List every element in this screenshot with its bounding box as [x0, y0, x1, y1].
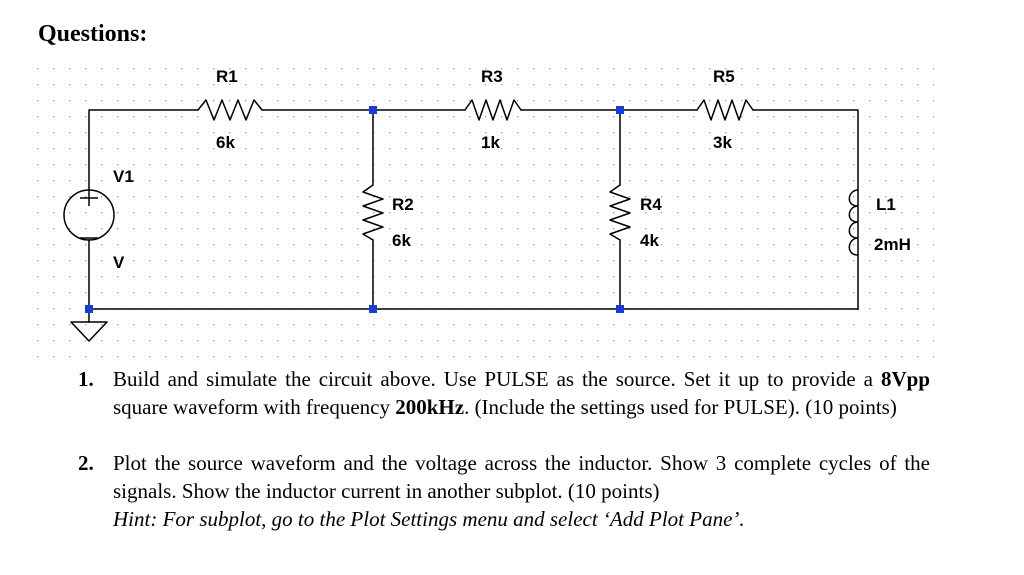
r5-value-label: 3k — [713, 133, 732, 152]
v1-name-label: V1 — [113, 167, 134, 186]
question-1: 1. Build and simulate the circuit above. … — [78, 365, 930, 421]
v1-value-label: V — [113, 253, 125, 272]
question-1-text-c: . (Include the settings used for PULSE).… — [464, 395, 897, 419]
question-2-hint: Hint: For subplot, go to the Plot Settin… — [113, 507, 745, 531]
resistor-r5 — [696, 99, 754, 121]
r4-value-label: 4k — [640, 231, 659, 250]
r2-name-label: R2 — [392, 195, 414, 214]
resistor-r1 — [197, 99, 263, 121]
r3-value-label: 1k — [481, 133, 500, 152]
r4-name-label: R4 — [640, 195, 662, 214]
question-2-text: Plot the source waveform and the voltage… — [113, 451, 930, 503]
r1-value-label: 6k — [216, 133, 235, 152]
question-1-frequency: 200kHz — [395, 395, 465, 419]
question-1-vpp: 8Vpp — [880, 367, 930, 391]
question-1-text-b: square waveform with frequency — [113, 395, 396, 419]
r5-name-label: R5 — [713, 67, 735, 86]
l1-value-label: 2mH — [874, 235, 911, 254]
voltage-source-v1 — [63, 189, 115, 241]
resistor-r2 — [362, 184, 384, 241]
page-heading: Questions: — [38, 21, 148, 47]
resistor-r4 — [609, 184, 631, 241]
r2-value-label: 6k — [392, 231, 411, 250]
l1-name-label: L1 — [876, 195, 896, 214]
question-2: 2. Plot the source waveform and the volta… — [78, 449, 930, 533]
schematic-dot-grid — [34, 56, 934, 360]
question-2-number: 2. — [78, 451, 94, 475]
inductor-l1 — [848, 189, 859, 256]
resistor-r3 — [464, 99, 522, 121]
r3-name-label: R3 — [481, 67, 503, 86]
r1-name-label: R1 — [216, 67, 238, 86]
question-1-number: 1. — [78, 367, 94, 391]
junction-dots — [85, 106, 624, 313]
ground-symbol — [70, 321, 108, 342]
question-list: 1. Build and simulate the circuit above. … — [78, 365, 930, 533]
circuit-schematic: R1 6k R3 1k R5 3k R2 6k R4 4k V1 V L1 2m… — [34, 56, 934, 360]
question-1-text-a: Build and simulate the circuit above. Us… — [113, 367, 881, 391]
